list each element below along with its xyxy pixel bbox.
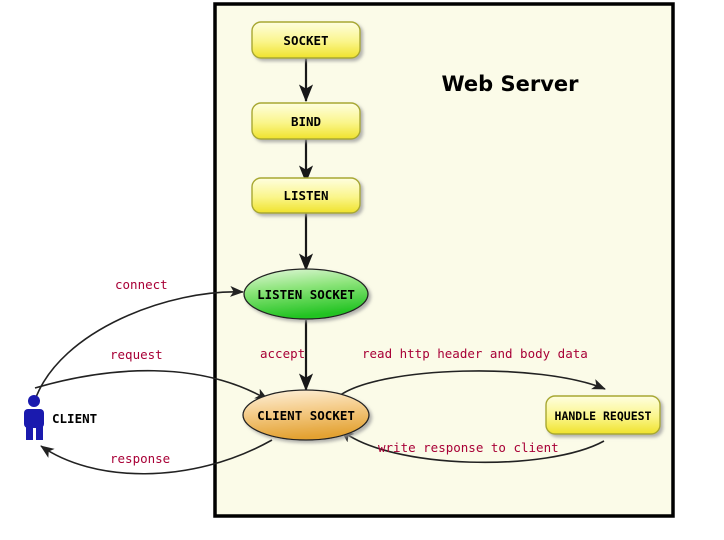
client-server-arrows: [34, 286, 273, 475]
edge-label-accept: accept: [260, 346, 305, 361]
edge-label-response: response: [110, 451, 170, 466]
node-bind-label: BIND: [291, 114, 321, 129]
node-socket[interactable]: SOCKET: [251, 21, 361, 59]
node-listen-socket[interactable]: LISTEN SOCKET: [243, 268, 369, 320]
edge-label-write-response: write response to client: [378, 440, 559, 455]
node-handle-request-label: HANDLE REQUEST: [555, 409, 652, 423]
handle-request-arrows: [338, 370, 606, 464]
edge-response: [40, 439, 273, 475]
node-listen-label: LISTEN: [283, 188, 328, 203]
node-client-socket-label: CLIENT SOCKET: [257, 408, 355, 423]
actor-client-label: CLIENT: [52, 411, 97, 426]
edge-label-request: request: [110, 347, 163, 362]
edge-connect: [34, 286, 244, 401]
edge-write-response: [340, 429, 605, 464]
actor-client[interactable]: CLIENT: [24, 395, 97, 440]
edge-label-connect: connect: [115, 277, 168, 292]
edge-labels: connect request accept read http header …: [110, 277, 588, 466]
edge-read-http: [338, 370, 606, 397]
node-socket-label: SOCKET: [283, 33, 328, 48]
node-bind[interactable]: BIND: [251, 102, 361, 140]
actor-icon: [24, 395, 44, 440]
node-client-socket[interactable]: CLIENT SOCKET: [242, 389, 370, 441]
container-title: Web Server: [441, 72, 579, 96]
node-listen-socket-label: LISTEN SOCKET: [257, 287, 355, 302]
edge-label-read-http: read http header and body data: [362, 346, 588, 361]
node-listen[interactable]: LISTEN: [251, 177, 361, 214]
edge-request: [34, 369, 269, 401]
node-handle-request[interactable]: HANDLE REQUEST: [545, 395, 661, 435]
